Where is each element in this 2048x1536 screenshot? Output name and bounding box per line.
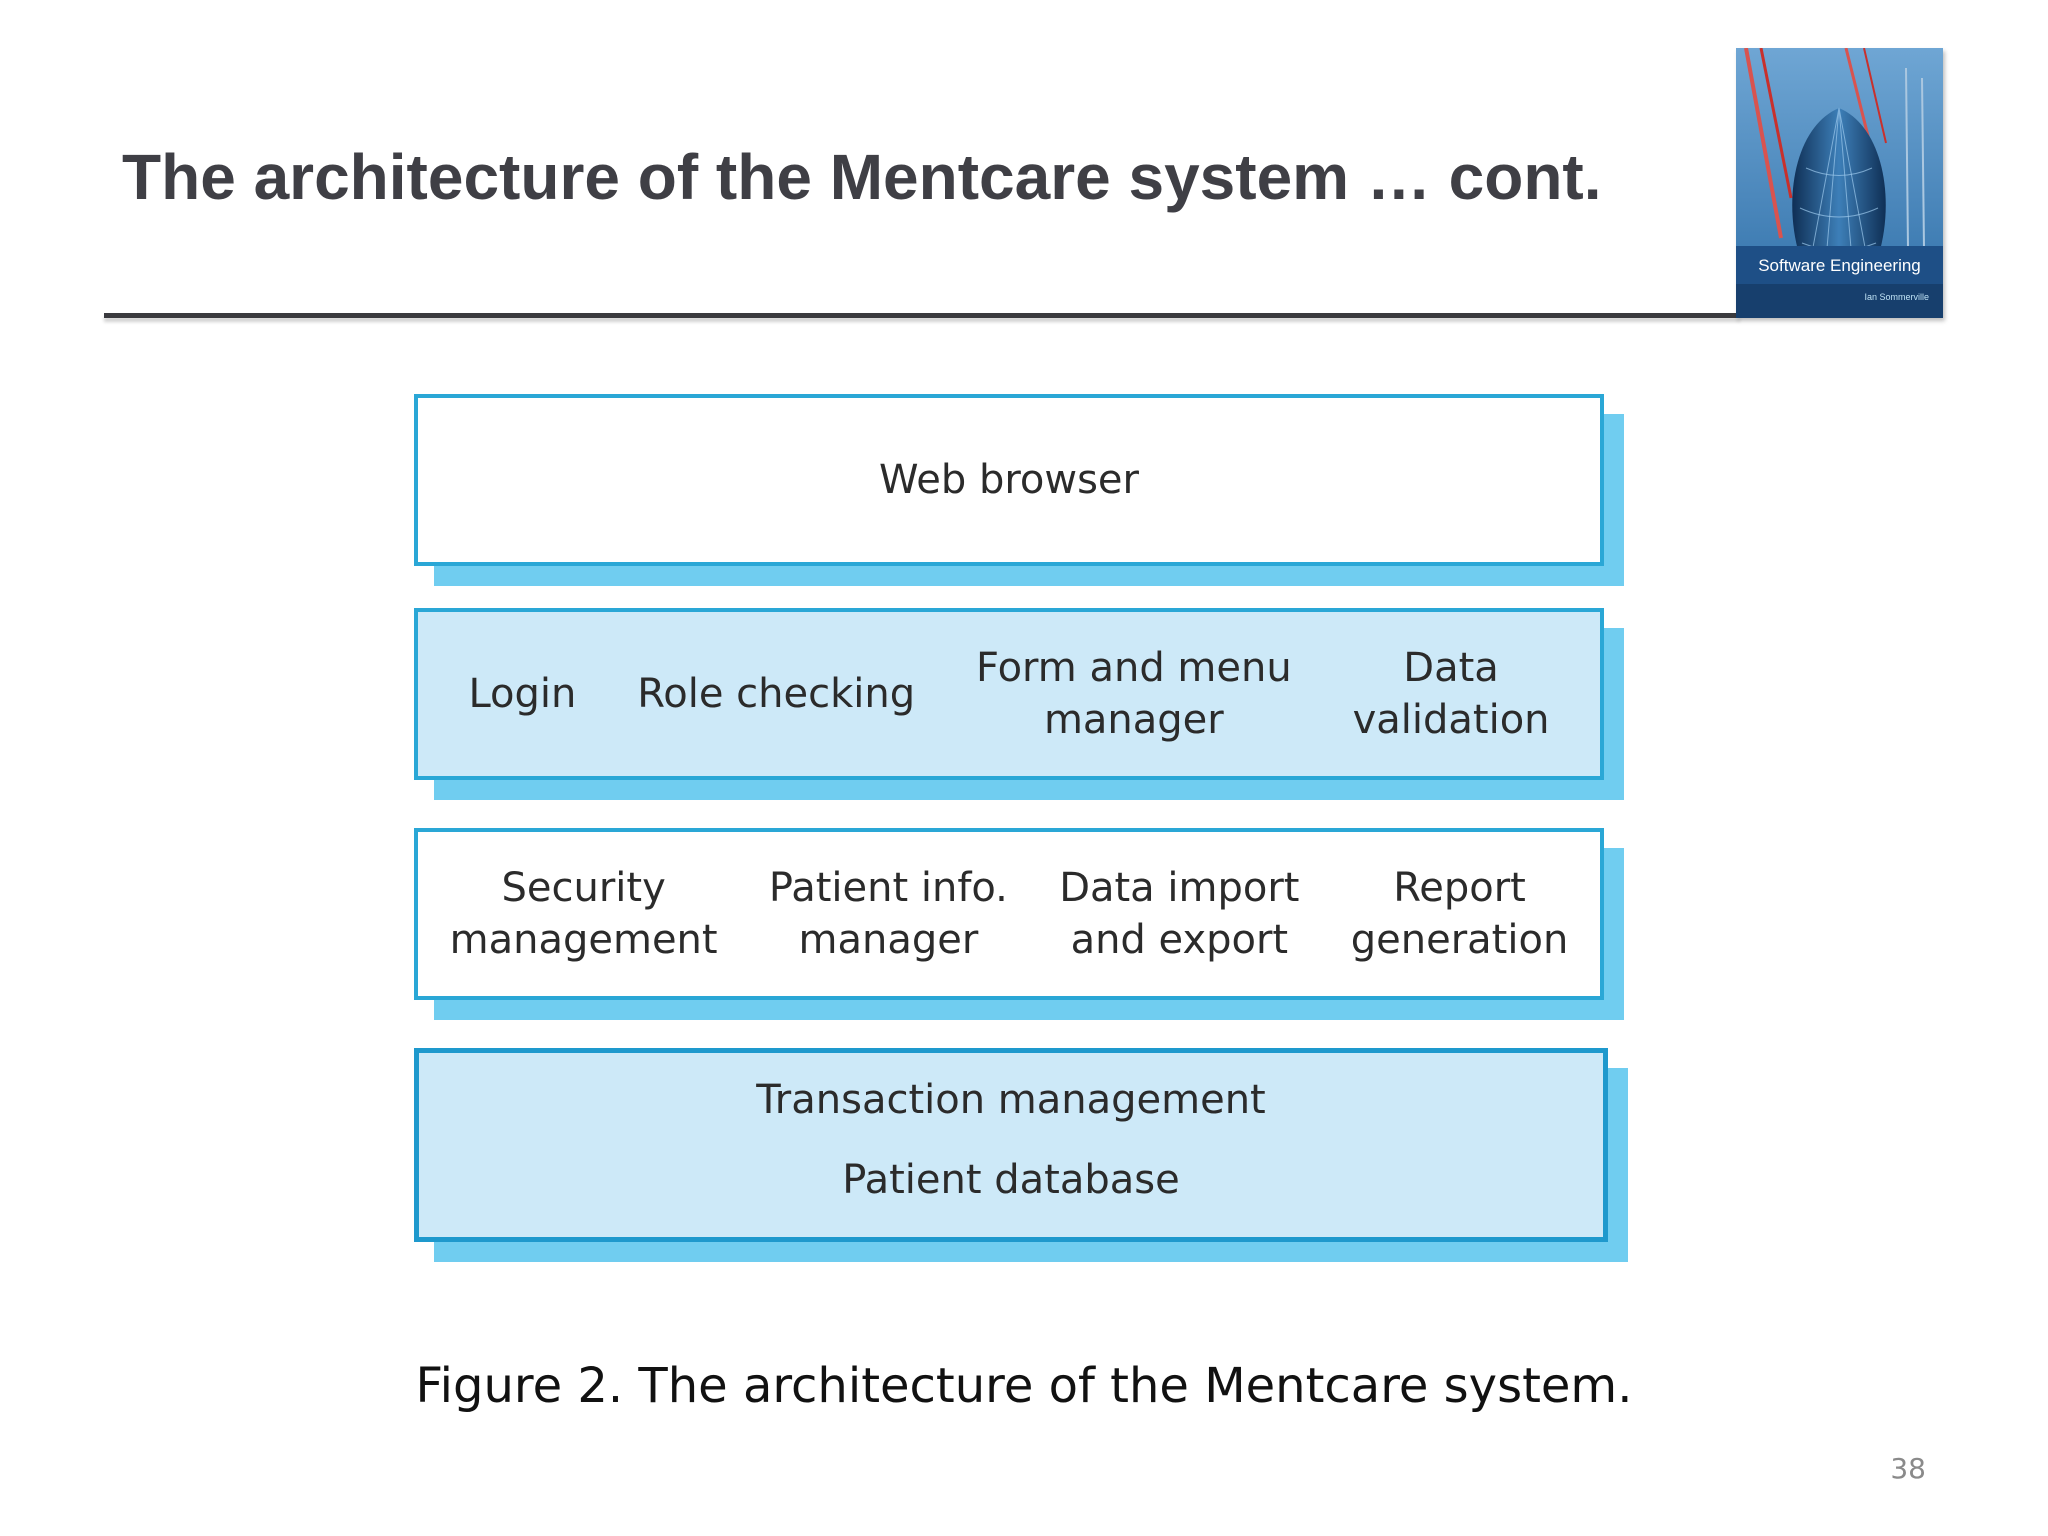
component-security-management: Security management [449, 865, 718, 963]
component-transaction-management: Transaction management [756, 1077, 1266, 1123]
component-data-import-export: Data import and export [1059, 865, 1300, 963]
layer-ui-services: Login Role checking Form and menu manage… [414, 608, 1604, 780]
book-cover-image: Software Engineering Ian Sommerville [1736, 48, 1943, 318]
slide-title: The architecture of the Mentcare system … [122, 141, 1602, 213]
component-form-menu-manager: Form and menu manager [975, 645, 1292, 743]
cover-title-text: Software Engineering [1758, 256, 1921, 275]
component-role-checking: Role checking [637, 671, 916, 717]
gherkin-building-illustration [1736, 48, 1943, 318]
component-data-validation: Data validation [1352, 645, 1550, 743]
component-login: Login [468, 671, 577, 717]
component-patient-info-manager: Patient info. manager [768, 865, 1008, 963]
title-divider [104, 313, 1740, 318]
layer-app-services: Security management Patient info. manage… [414, 828, 1604, 1000]
layer-database: Transaction management Patient database [414, 1048, 1608, 1242]
cover-author-text: Ian Sommerville [1864, 292, 1929, 302]
page-number: 38 [1890, 1452, 1926, 1485]
figure-caption: Figure 2. The architecture of the Mentca… [415, 1358, 1633, 1414]
component-patient-database: Patient database [842, 1157, 1180, 1203]
component-web-browser: Web browser [879, 457, 1139, 503]
layer-web-browser: Web browser [414, 394, 1604, 566]
component-report-generation: Report generation [1350, 865, 1569, 963]
